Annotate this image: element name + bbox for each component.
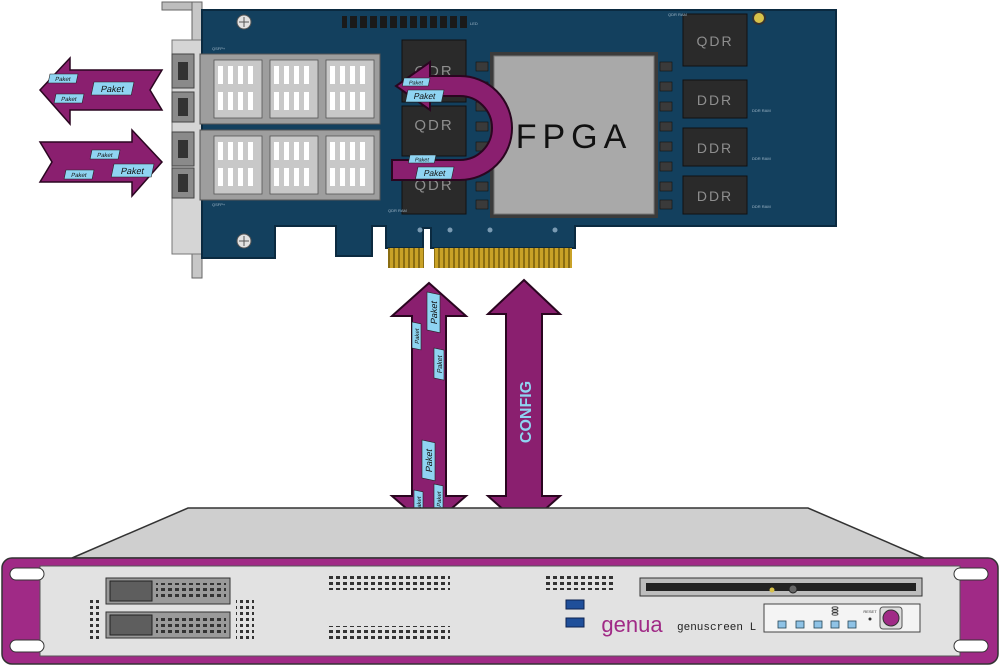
drive-bay[interactable] (105, 611, 231, 639)
svg-text:DDR: DDR (697, 140, 733, 156)
svg-text:Paket: Paket (60, 97, 77, 103)
ddr-chip: DDR (682, 175, 748, 215)
appliance-lid (71, 507, 925, 559)
svg-text:Paket: Paket (429, 299, 439, 325)
qsfp-cage-bottom (199, 129, 381, 201)
svg-text:Paket: Paket (413, 91, 437, 101)
screw-icon (236, 233, 252, 249)
svg-text:QDR: QDR (696, 33, 733, 49)
indicator-led (795, 620, 805, 629)
power-connector-icon (788, 584, 798, 594)
ddr-chip: DDR (682, 127, 748, 167)
vent-dots (236, 598, 254, 642)
disk-icon (831, 606, 839, 616)
svg-text:Paket: Paket (54, 77, 71, 83)
packet-tag: Paket (63, 169, 95, 180)
packet-tag: Paket (426, 291, 441, 334)
qsfp-cage-top (199, 53, 381, 125)
packet-tag: Paket (415, 166, 455, 180)
indicator-led (777, 620, 787, 629)
svg-text:Paket: Paket (417, 496, 423, 513)
pcie-card: LED (161, 1, 837, 279)
ddr-ram-label: DDR RAM (752, 204, 771, 209)
packet-tag: Paket (90, 81, 135, 96)
brand-logo: genua (601, 612, 663, 637)
incoming-packet-arrow (38, 128, 164, 198)
packet-tags: Paket Paket Paket Paket Paket Paket Pake… (47, 73, 455, 519)
indicator-led (830, 620, 840, 629)
packet-tag: Paket (421, 439, 436, 482)
fpga-chip: FPGA (490, 52, 658, 218)
svg-text:Paket: Paket (100, 84, 126, 94)
power-button[interactable] (879, 606, 903, 630)
ddr-ram-label: DDR RAM (752, 108, 771, 113)
vent-grill (546, 576, 616, 590)
packet-tag: Paket (433, 347, 445, 381)
led-row (342, 16, 468, 28)
drive-bay[interactable] (105, 577, 231, 605)
packet-tag: Paket (405, 89, 445, 103)
usb-port-icon (565, 599, 585, 628)
model-label: genuscreen L (677, 622, 756, 634)
packet-tag: Paket (89, 149, 121, 160)
svg-text:Paket: Paket (423, 168, 447, 178)
qsfp-label: QSFP+ (212, 202, 226, 207)
status-led-icon (769, 587, 775, 593)
svg-text:Paket: Paket (120, 166, 146, 176)
svg-text:Paket: Paket (414, 158, 430, 164)
fpga-label: FPGA (516, 118, 633, 156)
svg-text:Paket: Paket (96, 153, 113, 159)
led-label: LED (470, 21, 478, 26)
pcie-gold-fingers (388, 248, 424, 268)
packet-tag: Paket (407, 154, 437, 164)
mounting-hole (752, 11, 766, 25)
packet-tag: Paket (53, 93, 85, 104)
qdr-chip: QDR (682, 13, 748, 67)
reset-dot (868, 617, 872, 621)
rack-appliance: genua genuscreen L RESET (1, 507, 999, 665)
rack-ear-slot (953, 567, 989, 581)
packet-tag: Paket (47, 73, 79, 84)
qdr-chip: QDR (401, 105, 467, 157)
rack-ear-slot (9, 567, 45, 581)
svg-text:Paket: Paket (415, 328, 421, 345)
indicator-led (813, 620, 823, 629)
control-panel: RESET (763, 603, 921, 633)
vent-grill (326, 626, 450, 640)
pcie-gold-fingers (434, 248, 572, 268)
rack-ear-slot (9, 639, 45, 653)
config-arrow: CONFIG (485, 278, 563, 530)
ddr-ram-label: DDR RAM (752, 156, 771, 161)
indicator-led (847, 620, 857, 629)
screw-icon (236, 14, 252, 30)
ddr-chip: DDR (682, 79, 748, 119)
packet-tag: Paket (411, 321, 422, 351)
qdr-ram-label: QDR RAM (668, 12, 687, 17)
config-label: CONFIG (518, 381, 535, 443)
svg-text:DDR: DDR (697, 92, 733, 108)
reset-label: RESET (863, 609, 877, 614)
svg-text:Paket: Paket (437, 355, 444, 374)
svg-text:Paket: Paket (408, 81, 424, 87)
packet-tag: Paket (110, 163, 155, 178)
svg-text:Paket: Paket (424, 447, 434, 473)
qdr-ram-label: QDR RAM (388, 208, 407, 213)
svg-text:Paket: Paket (437, 491, 443, 508)
qsfp-label: QSFP+ (212, 46, 226, 51)
vent-grill (326, 576, 450, 590)
svg-text:Paket: Paket (70, 173, 87, 179)
rack-ear-slot (953, 639, 989, 653)
packet-tag: Paket (401, 77, 431, 87)
svg-text:QDR: QDR (414, 117, 453, 134)
svg-text:DDR: DDR (697, 188, 733, 204)
svg-text:QDR: QDR (414, 177, 453, 194)
vent-dots (88, 598, 102, 642)
